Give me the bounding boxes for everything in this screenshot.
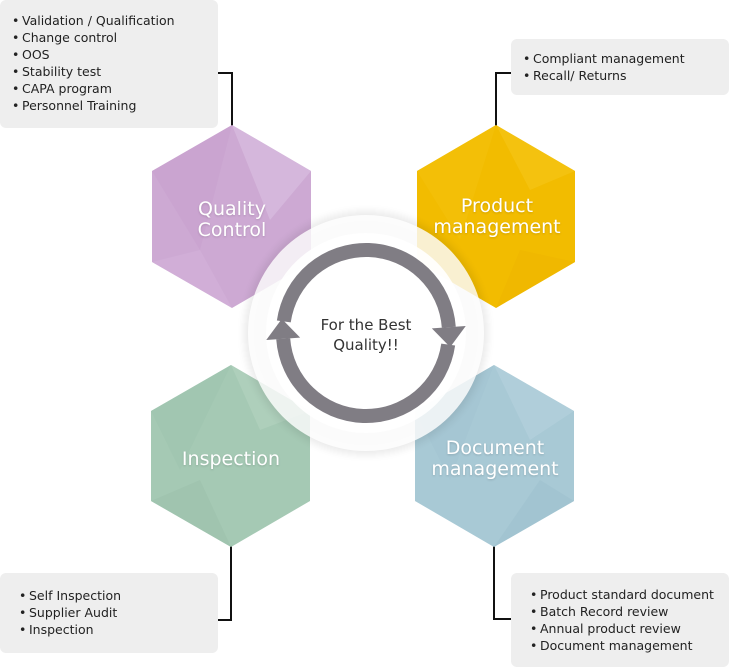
document-management-details-list: Product standard documentBatch Record re… — [511, 573, 729, 654]
list-item: OOS — [12, 46, 218, 63]
product-management-details-list: Compliant managementRecall/ Returns — [511, 39, 729, 84]
document-management-label: Document management — [415, 438, 575, 480]
list-item: CAPA program — [12, 80, 218, 97]
product-management-label-line2: management — [433, 216, 561, 238]
quality-control-details-list: Validation / QualificationChange control… — [0, 0, 218, 114]
list-item: Validation / Qualification — [12, 12, 218, 29]
list-item: Change control — [12, 29, 218, 46]
cycle-arrow-bottom — [276, 338, 456, 423]
product-management-label: Product management — [417, 196, 577, 238]
list-item: Supplier Audit — [19, 604, 218, 621]
document-management-label-line1: Document — [445, 437, 545, 459]
list-item: Inspection — [19, 621, 218, 638]
hexagon-inspection — [151, 365, 310, 547]
quality-control-details-box: Validation / QualificationChange control… — [0, 0, 218, 128]
center-slogan-line2: Quality!! — [333, 336, 399, 354]
list-item: Recall/ Returns — [523, 67, 729, 84]
quality-control-label-line1: Quality — [198, 198, 266, 220]
list-item: Personnel Training — [12, 97, 218, 114]
center-slogan: For the Best Quality!! — [296, 315, 436, 355]
cycle-arrow-top-head — [431, 326, 466, 348]
center-slogan-line1: For the Best — [320, 316, 412, 334]
connector-quality-control — [218, 72, 233, 126]
inspection-details-list: Self InspectionSupplier AuditInspection — [0, 573, 218, 638]
list-item: Self Inspection — [19, 587, 218, 604]
list-item: Compliant management — [523, 50, 729, 67]
cycle-arrow-bottom-head — [266, 318, 301, 340]
connector-inspection — [218, 546, 232, 621]
quality-control-label: Quality Control — [152, 199, 312, 241]
quality-control-label-line2: Control — [197, 219, 267, 241]
document-management-details-box: Product standard documentBatch Record re… — [511, 573, 729, 667]
product-management-label-line1: Product — [460, 195, 534, 217]
connector-product-management — [495, 72, 511, 126]
inspection-details-box: Self InspectionSupplier AuditInspection — [0, 573, 218, 653]
list-item: Document management — [530, 637, 729, 654]
list-item: Annual product review — [530, 620, 729, 637]
inspection-label: Inspection — [151, 449, 311, 470]
connector-document-management — [493, 546, 511, 620]
inspection-label-line1: Inspection — [181, 448, 281, 470]
product-management-details-box: Compliant managementRecall/ Returns — [511, 39, 729, 95]
list-item: Batch Record review — [530, 603, 729, 620]
cycle-arrow-top — [276, 243, 456, 328]
document-management-label-line2: management — [431, 458, 559, 480]
list-item: Stability test — [12, 63, 218, 80]
list-item: Product standard document — [530, 586, 729, 603]
